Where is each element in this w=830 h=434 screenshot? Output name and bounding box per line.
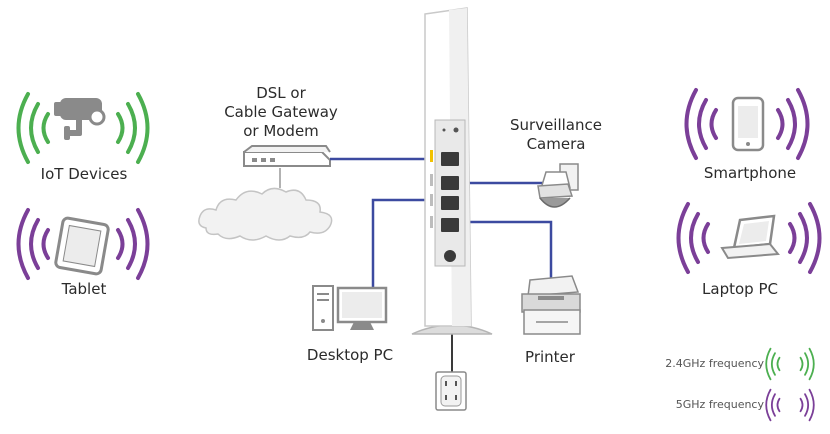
cable-desktop — [371, 198, 446, 290]
laptop-label: Laptop PC — [702, 280, 778, 298]
wifi-5ghz-waves-left-icon — [16, 208, 50, 280]
wall-outlet-icon — [435, 371, 467, 411]
wifi-5ghz-waves-left-icon — [676, 202, 710, 274]
modem-icon — [243, 145, 331, 167]
desktop-pc-label: Desktop PC — [306, 346, 394, 364]
camera-label: Surveillance Camera — [486, 116, 626, 154]
legend-5ghz-icon — [765, 388, 815, 422]
tablet-icon — [54, 216, 110, 276]
legend-24ghz-label: 2.4GHz frequency — [665, 357, 764, 370]
gateway-label-line1: DSL or — [256, 84, 306, 102]
legend-5ghz-label: 5GHz frequency — [675, 398, 764, 411]
surveillance-camera-icon — [537, 163, 579, 208]
internet-cloud-icon — [198, 187, 333, 241]
camera-label-line1: Surveillance — [510, 116, 602, 134]
cable-printer — [458, 220, 553, 278]
ethernet-ports — [441, 152, 459, 232]
wifi-5ghz-waves-right-icon — [116, 208, 150, 280]
laptop-device-group — [676, 202, 822, 274]
camera-label-line2: Camera — [526, 135, 586, 153]
access-point — [411, 7, 493, 372]
gateway-label-line2: Cable Gateway — [224, 103, 338, 121]
port-led-yellow — [430, 150, 433, 162]
laptop-icon — [720, 214, 780, 260]
iot-device-group — [16, 92, 150, 164]
gateway-label-line3: or Modem — [243, 122, 319, 140]
wifi-5ghz-waves-right-icon — [776, 88, 810, 160]
printer-icon — [521, 275, 581, 335]
smartphone-device-group — [684, 88, 810, 160]
smartphone-icon — [731, 96, 765, 152]
security-camera-icon — [54, 98, 106, 140]
gateway-label: DSL or Cable Gateway or Modem — [206, 84, 356, 141]
power-port — [444, 250, 456, 262]
port-panel — [434, 119, 466, 267]
desktop-pc-icon — [312, 285, 388, 331]
smartphone-label: Smartphone — [703, 164, 797, 182]
wifi-5ghz-waves-left-icon — [684, 88, 718, 160]
tablet-device-group — [16, 208, 150, 280]
tablet-label: Tablet — [61, 280, 107, 298]
wifi-24ghz-waves-left-icon — [16, 92, 50, 164]
wifi-5ghz-waves-right-icon — [788, 202, 822, 274]
legend-24ghz-icon — [765, 347, 815, 381]
iot-devices-label: IoT Devices — [40, 165, 128, 183]
wifi-24ghz-waves-right-icon — [116, 92, 150, 164]
printer-label: Printer — [525, 348, 575, 366]
